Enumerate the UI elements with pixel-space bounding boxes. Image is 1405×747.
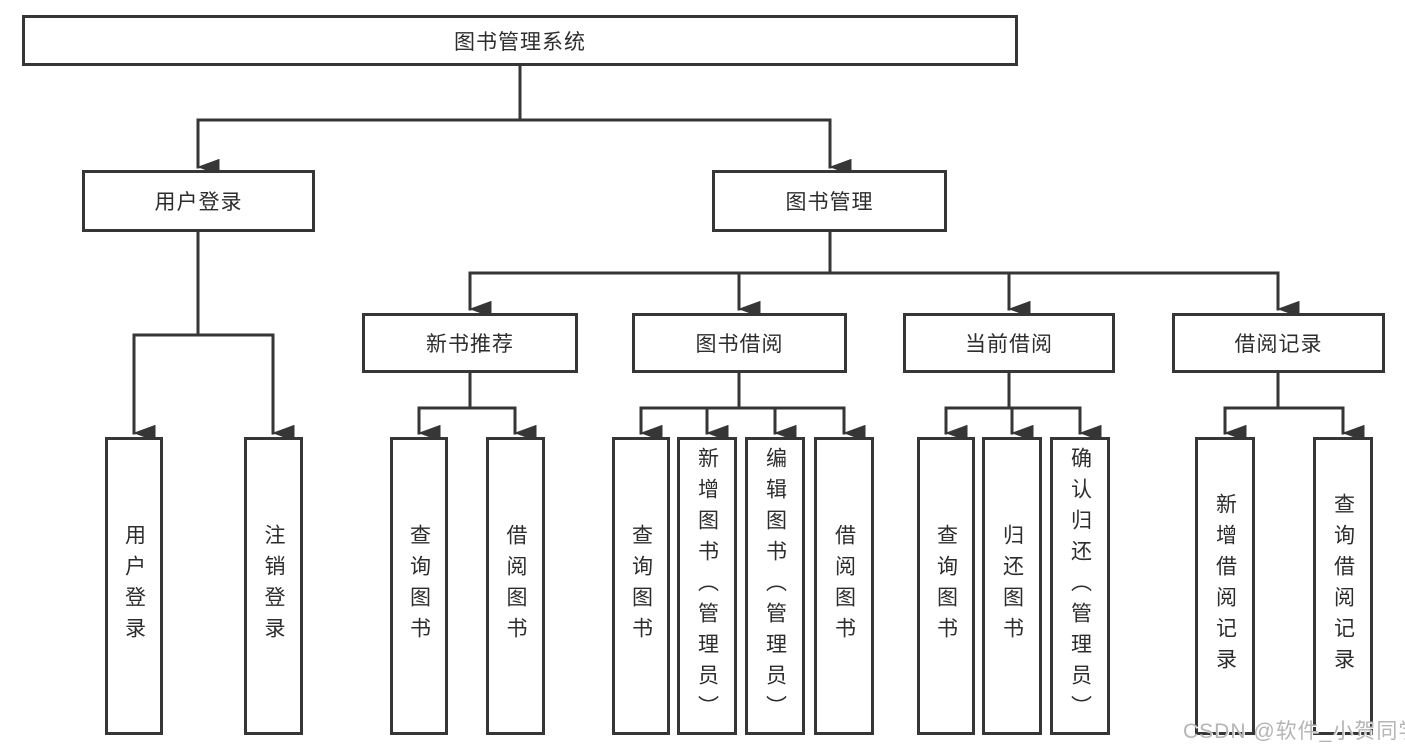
csdn-watermark: CSDN @软件_小贺同学 [1183,720,1405,743]
node-book-borrow: 图书借阅 [632,313,847,373]
node-current-borrow: 当前借阅 [903,313,1115,373]
node-new-book-recommend: 新书推荐 [362,313,578,373]
leaf-borrow-query-books: 查询图书 [612,437,670,735]
leaf-current-query-books: 查询图书 [917,437,975,735]
leaf-recommend-query-books-label: 查询图书 [407,524,431,648]
node-book-management-label: 图书管理 [785,191,874,214]
leaf-recommend-query-books: 查询图书 [390,437,448,735]
node-borrow-records: 借阅记录 [1172,313,1385,373]
leaf-login-label: 用户登录 [122,524,146,648]
leaf-records-query-record: 查询借阅记录 [1313,437,1373,735]
leaf-records-add-record: 新增借阅记录 [1195,437,1255,735]
node-root-system: 图书管理系统 [22,15,1018,66]
leaf-login: 用户登录 [105,437,163,735]
leaf-borrow-edit-books: 编辑图书（管理员） [745,437,805,735]
leaf-borrow-edit-books-label: 编辑图书（管理员） [763,446,787,726]
leaf-current-query-books-label: 查询图书 [934,524,958,648]
node-user-login-label: 用户登录 [154,191,243,214]
leaf-borrow-add-books-label: 新增图书（管理员） [695,446,719,726]
leaf-logout: 注销登录 [244,437,303,735]
node-root-label: 图书管理系统 [454,30,586,54]
leaf-current-confirm-return: 确认归还（管理员） [1050,437,1110,735]
leaf-current-confirm-return-label: 确认归还（管理员） [1068,446,1092,726]
node-current-borrow-label: 当前借阅 [965,333,1053,356]
leaf-current-return-books-label: 归还图书 [1000,524,1024,648]
leaf-borrow-borrow-books: 借阅图书 [814,437,874,735]
leaf-recommend-borrow-books-label: 借阅图书 [504,524,527,648]
leaf-records-query-record-label: 查询借阅记录 [1331,493,1355,679]
node-book-borrow-label: 图书借阅 [695,333,784,356]
node-user-login: 用户登录 [82,170,315,232]
leaf-borrow-add-books: 新增图书（管理员） [677,437,737,735]
leaf-recommend-borrow-books: 借阅图书 [486,437,545,735]
node-book-management: 图书管理 [712,170,947,232]
node-new-book-recommend-label: 新书推荐 [426,333,514,356]
leaf-logout-label: 注销登录 [262,524,285,648]
leaf-borrow-borrow-books-label: 借阅图书 [832,524,856,648]
leaf-current-return-books: 归还图书 [982,437,1042,735]
leaf-records-add-record-label: 新增借阅记录 [1213,493,1237,679]
node-borrow-records-label: 借阅记录 [1234,333,1323,356]
leaf-borrow-query-books-label: 查询图书 [629,524,653,648]
